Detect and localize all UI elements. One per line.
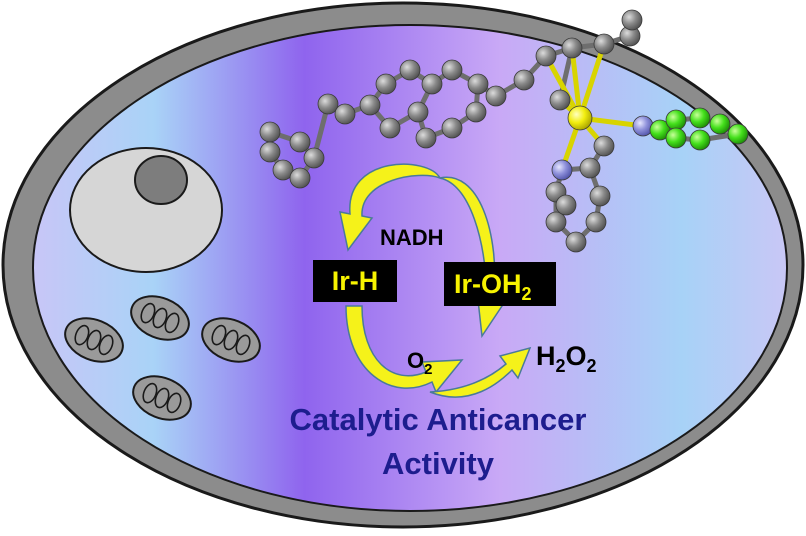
nitrogen-atom	[632, 115, 654, 137]
nitrogen-atom	[551, 159, 573, 181]
carbon-atom	[555, 194, 577, 216]
carbon-atom	[259, 141, 281, 163]
ir-oh2-label-box: Ir-OH2	[444, 262, 556, 306]
h2o2-label: H2O2	[536, 341, 597, 376]
carbon-atom	[561, 37, 583, 59]
carbon-atom	[441, 59, 463, 81]
ir-h-label: Ir-H	[332, 266, 379, 296]
carbon-atom	[621, 9, 643, 31]
carbon-atom	[545, 211, 567, 233]
carbon-atom	[593, 135, 615, 157]
carbon-atom	[259, 121, 281, 143]
carbon-atom	[585, 211, 607, 233]
carbon-atom	[421, 73, 443, 95]
pyridine-atom	[709, 113, 731, 135]
carbon-atom	[513, 69, 535, 91]
iridium-atom	[567, 105, 593, 131]
pyridine-atom	[689, 107, 711, 129]
pyridine-atom	[665, 127, 687, 149]
carbon-atom	[441, 117, 463, 139]
carbon-atom	[589, 185, 611, 207]
pyridine-atom	[665, 109, 687, 131]
iridium-complex-molecule-icon	[259, 9, 749, 253]
carbon-atom	[465, 101, 487, 123]
carbon-atom	[289, 167, 311, 189]
carbon-atom	[317, 93, 339, 115]
carbon-atom	[359, 94, 381, 116]
ir-h-label-box: Ir-H	[313, 260, 397, 302]
carbon-atom	[379, 117, 401, 139]
carbon-atom	[415, 127, 437, 149]
mitochondrion-icon	[201, 317, 261, 363]
o2-label: O2	[407, 348, 432, 378]
carbon-atom	[399, 59, 421, 81]
mitochondrion-icon	[64, 317, 124, 363]
carbon-atom	[549, 89, 571, 111]
mitochondrion-icon	[130, 295, 190, 341]
carbon-atom	[485, 85, 507, 107]
carbon-atom	[467, 73, 489, 95]
mitochondrion-icon	[132, 375, 192, 421]
pyridine-atom	[727, 123, 749, 145]
carbon-atom	[303, 147, 325, 169]
cell-nucleus-icon	[69, 147, 223, 273]
carbon-atom	[565, 231, 587, 253]
molecule-bond	[577, 43, 607, 119]
carbon-atom	[375, 73, 397, 95]
ir-oh2-label: Ir-OH2	[454, 269, 532, 304]
carbon-atom	[579, 157, 601, 179]
title-line-1: Catalytic Anticancer	[290, 402, 587, 437]
pyridine-atom	[689, 129, 711, 151]
carbon-atom	[407, 101, 429, 123]
carbon-atom	[535, 45, 557, 67]
carbon-atom	[272, 159, 294, 181]
nadh-label: NADH	[380, 225, 444, 250]
carbon-atom	[289, 131, 311, 153]
carbon-atom	[334, 103, 356, 125]
title-line-2: Activity	[382, 446, 495, 481]
carbon-atom	[593, 33, 615, 55]
